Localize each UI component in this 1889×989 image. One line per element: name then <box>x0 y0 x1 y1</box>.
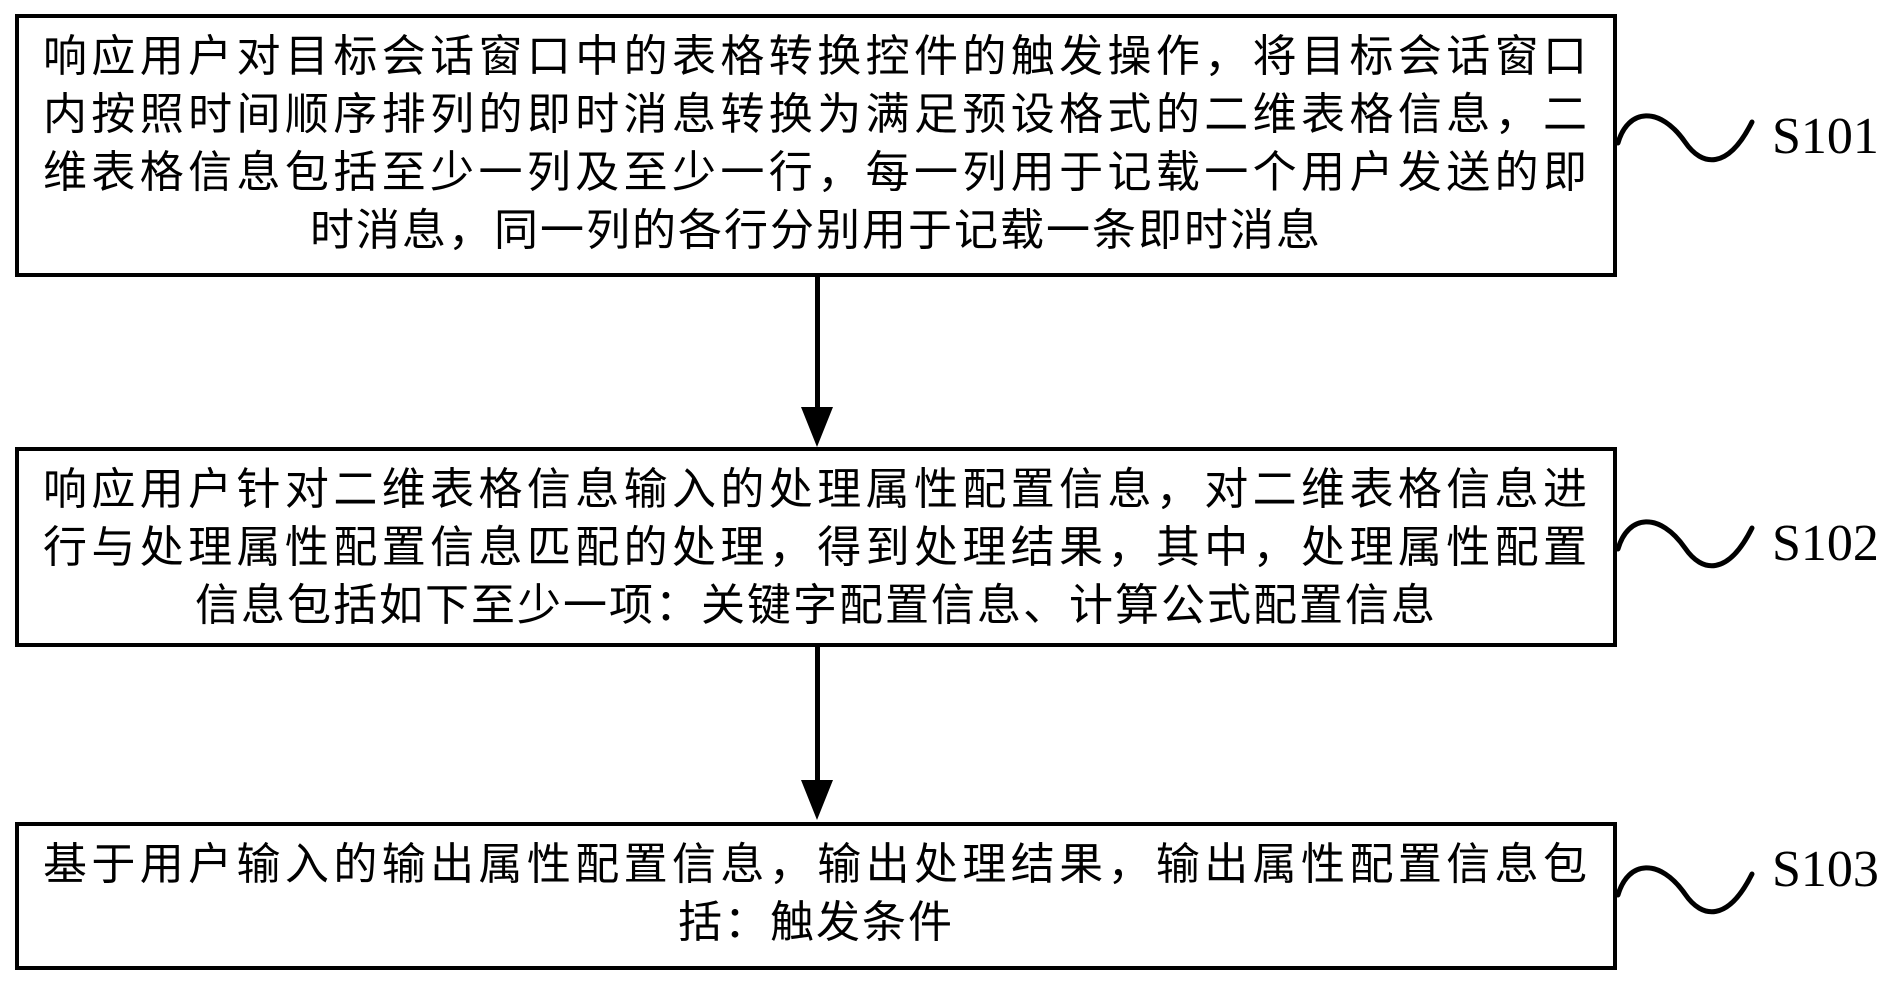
step-label-s103: S103 <box>1772 841 1879 898</box>
down-arrow-stem <box>815 277 820 409</box>
step-s101-text-line: 时消息，同一列的各行分别用于记载一条即时消息 <box>310 206 1322 255</box>
step-box-s102: 响应用户针对二维表格信息输入的处理属性配置信息，对二维表格信息进 行与处理属性配… <box>15 447 1617 647</box>
wavy-connector-icon <box>1615 519 1755 569</box>
step-s101-text-line: 响应用户对目标会话窗口中的表格转换控件的触发操作，将目标会话窗口 <box>43 32 1589 81</box>
step-s101-text-line: 内按照时间顺序排列的即时消息转换为满足预设格式的二维表格信息，二 <box>43 90 1589 139</box>
step-label-s101: S101 <box>1772 108 1879 165</box>
down-arrow-stem <box>815 647 820 782</box>
step-s102-text-line: 信息包括如下至少一项：关键字配置信息、计算公式配置信息 <box>195 581 1437 630</box>
step-box-s101: 响应用户对目标会话窗口中的表格转换控件的触发操作，将目标会话窗口 内按照时间顺序… <box>15 14 1617 277</box>
step-s102-text-line: 行与处理属性配置信息匹配的处理，得到处理结果，其中，处理属性配置 <box>43 523 1589 572</box>
wavy-connector-icon <box>1615 113 1755 163</box>
step-s103-text-line: 基于用户输入的输出属性配置信息，输出处理结果，输出属性配置信息包 <box>43 840 1589 889</box>
down-arrow-icon <box>801 407 833 447</box>
step-label-s102: S102 <box>1772 515 1879 572</box>
down-arrow-icon <box>801 780 833 820</box>
step-box-s103: 基于用户输入的输出属性配置信息，输出处理结果，输出属性配置信息包 括：触发条件 <box>15 822 1617 970</box>
step-s101-text-line: 维表格信息包括至少一列及至少一行，每一列用于记载一个用户发送的即 <box>43 148 1589 197</box>
step-s102-text-line: 响应用户针对二维表格信息输入的处理属性配置信息，对二维表格信息进 <box>43 465 1589 514</box>
wavy-connector-icon <box>1615 865 1755 915</box>
step-s103-text-line: 括：触发条件 <box>678 898 954 947</box>
